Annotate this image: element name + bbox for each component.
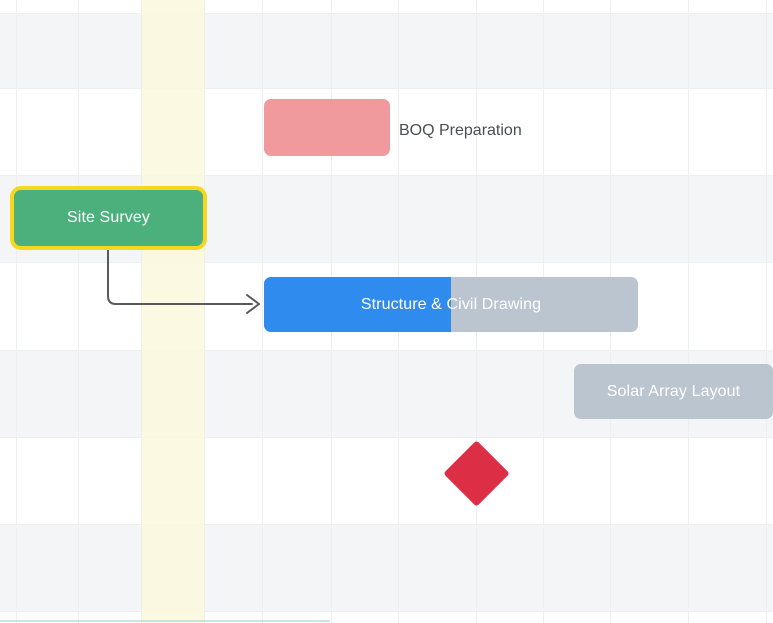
gantt-task-label: Site Survey	[67, 209, 150, 226]
gantt-milestone-diamond[interactable]	[442, 439, 510, 507]
gantt-task-bar[interactable]: Site Survey	[14, 190, 203, 246]
gantt-task-bar[interactable]	[264, 99, 390, 156]
gantt-task-progress-fill	[264, 277, 451, 332]
gantt-task-bar[interactable]: Solar Array Layout	[574, 364, 773, 419]
gantt-task-label: BOQ Preparation	[399, 122, 522, 139]
gantt-task-label: Solar Array Layout	[606, 382, 741, 400]
gantt-task-label: Structure & Civil Drawing	[360, 295, 542, 313]
bottom-accent-line	[0, 620, 330, 622]
gantt-task-bar[interactable]: Structure & Civil Drawing	[264, 277, 638, 332]
